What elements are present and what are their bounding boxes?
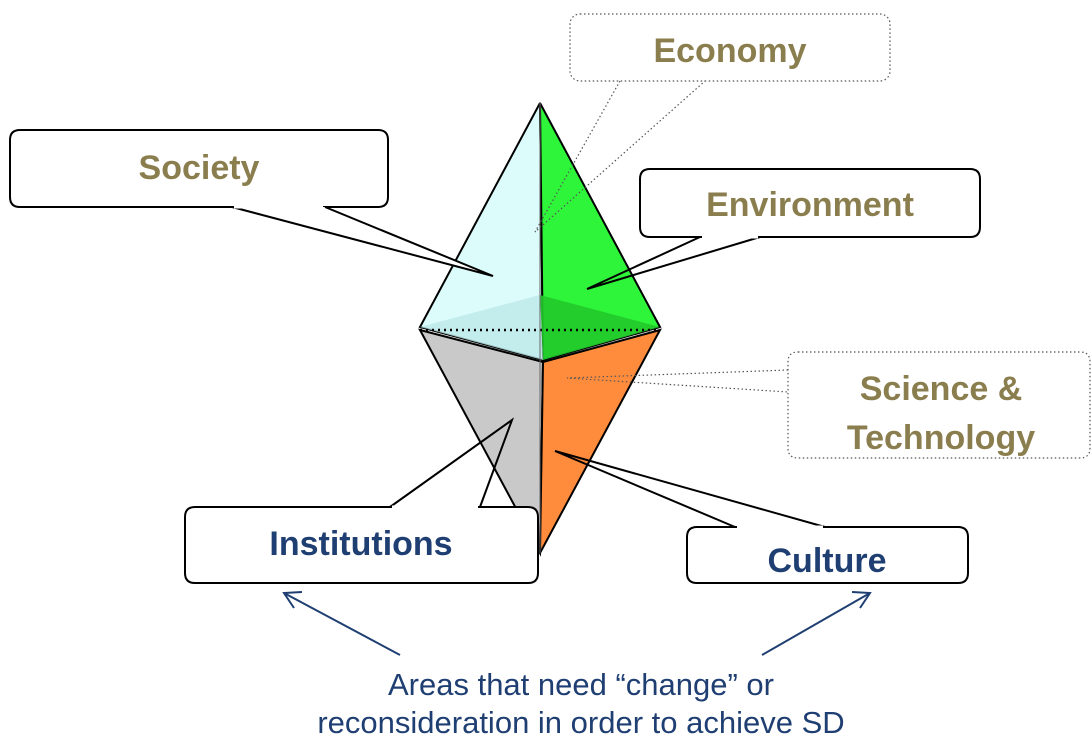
culture-face bbox=[539, 328, 662, 554]
economy-callout: Economy bbox=[534, 13, 891, 233]
arrow-to-institutions bbox=[282, 591, 401, 656]
environment-callout: Environment bbox=[586, 168, 981, 290]
caption-line1: Areas that need “change” or bbox=[388, 667, 774, 702]
science-technology-callout: Science & Technology bbox=[566, 351, 1091, 459]
culture-callout: Culture bbox=[554, 450, 969, 584]
equatorial-plane-right bbox=[540, 295, 660, 360]
culture-label: Culture bbox=[768, 542, 887, 580]
institutions-callout: Institutions bbox=[184, 417, 539, 584]
environment-label: Environment bbox=[706, 186, 914, 224]
science-label-line1: Science & bbox=[860, 370, 1023, 408]
equatorial-plane-left bbox=[420, 295, 543, 360]
society-label: Society bbox=[139, 149, 260, 187]
caption-line2: reconsideration in order to achieve SD bbox=[317, 705, 844, 740]
society-callout: Society bbox=[9, 129, 494, 277]
economy-label: Economy bbox=[653, 32, 806, 70]
institutions-label: Institutions bbox=[269, 525, 452, 563]
arrow-to-culture bbox=[761, 591, 872, 656]
science-label-line2: Technology bbox=[847, 419, 1035, 457]
